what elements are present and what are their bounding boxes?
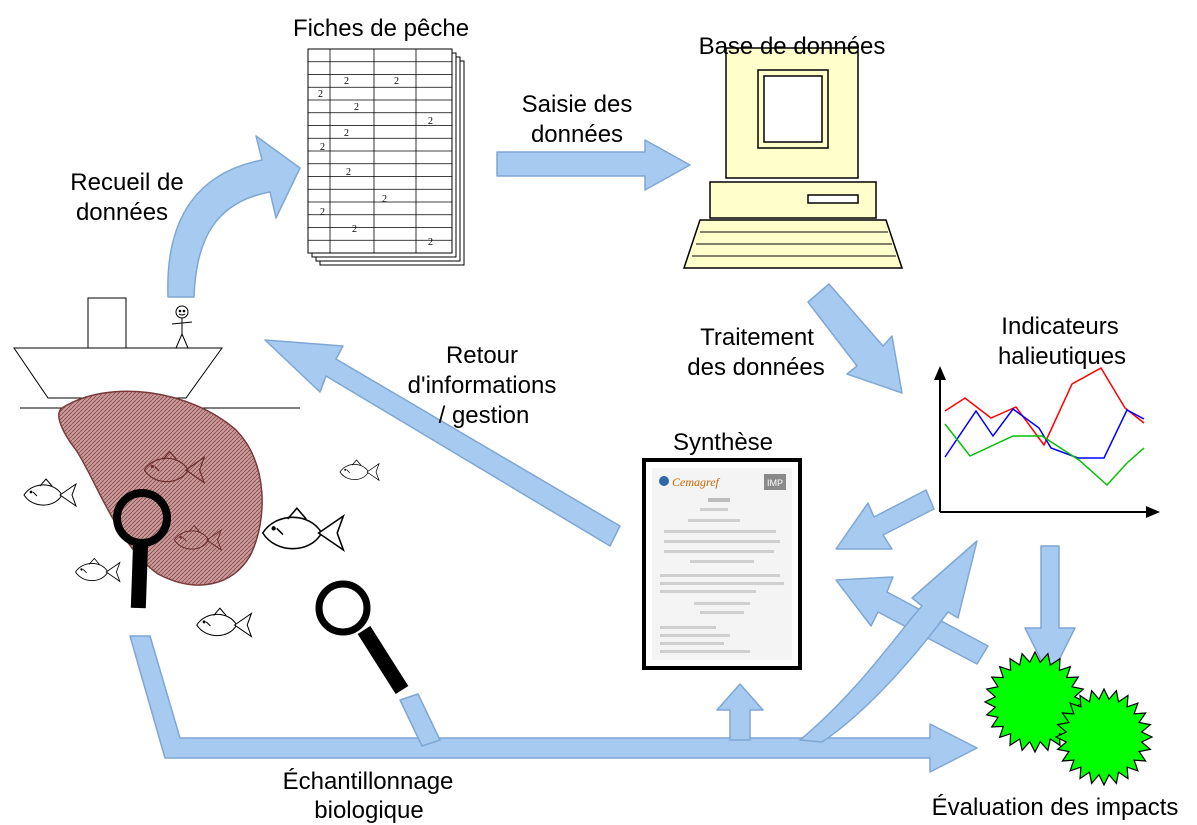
label-saisie-line2: données — [531, 121, 623, 148]
label-saisie-line1: Saisie des — [522, 91, 633, 118]
fish-icon — [23, 478, 78, 508]
arrow-echantillonnage-main — [129, 635, 978, 773]
label-recueil-line1: Recueil de — [70, 169, 183, 196]
computer — [682, 47, 904, 269]
series-green-line — [944, 423, 1145, 487]
series-red-line — [944, 366, 1145, 447]
fishing-forms: 2 2 2 2 2 2 2 2 2 2 2 2 — [307, 48, 465, 266]
form-mark: 2 — [394, 76, 399, 87]
label-indicateurs-line1: Indicateurs — [1001, 313, 1118, 340]
fish-icon — [339, 459, 380, 482]
arrow-saisie — [496, 139, 691, 191]
form-mark: 2 — [344, 128, 349, 139]
form-mark: 2 — [428, 116, 433, 127]
fish-icon — [261, 507, 345, 553]
synthese-document: Cemagref IMP — [642, 458, 802, 670]
fish-icon — [75, 557, 121, 583]
fish-icon — [173, 524, 223, 552]
burst-icon — [1054, 687, 1154, 787]
boat — [13, 297, 300, 409]
label-retour-line3: / gestion — [439, 402, 530, 429]
arrow-to-indicateurs — [799, 540, 978, 743]
label-fiches-de-peche: Fiches de pêche — [293, 15, 469, 42]
magnifier-right-icon — [315, 580, 409, 695]
label-evaluation-des-impacts: Évaluation des impacts — [932, 794, 1179, 821]
label-indicateurs-line2: halieutiques — [998, 343, 1126, 370]
fish-icon — [143, 450, 206, 485]
form-mark: 2 — [382, 194, 387, 205]
label-base-de-donnees: Base de données — [699, 33, 886, 60]
label-retour-line2: d'informations — [408, 372, 557, 399]
form-mark: 2 — [318, 89, 323, 100]
label-recueil-line2: données — [76, 199, 168, 226]
magnifier-left-icon — [113, 489, 171, 609]
arrows — [129, 135, 1076, 773]
arrow-echantillonnage-branch — [399, 693, 441, 747]
form-mark: 2 — [320, 207, 325, 218]
series-blue-line — [944, 407, 1145, 459]
arrow-indicateurs-evaluation — [1024, 545, 1076, 679]
fisherman-icon — [171, 305, 193, 349]
catch-blob — [58, 390, 263, 586]
form-mark: 2 — [344, 76, 349, 87]
label-echantillonnage-line2: biologique — [314, 797, 423, 824]
arrow-to-synthese — [716, 683, 764, 741]
arrow-recueil — [167, 135, 301, 298]
form-mark: 2 — [346, 167, 351, 178]
label-synthese: Synthèse — [673, 429, 773, 456]
label-traitement-line1: Traitement — [700, 324, 814, 351]
arrow-indicateurs-synthese — [835, 489, 935, 550]
arrow-retour — [264, 339, 621, 547]
document-badge: IMP — [767, 478, 783, 488]
fish-icon — [196, 607, 253, 638]
label-echantillonnage-line1: Échantillonnage — [283, 768, 454, 795]
label-retour-line1: Retour — [446, 342, 518, 369]
form-mark: 2 — [352, 224, 357, 235]
document-logo: Cemagref — [672, 475, 721, 489]
indicators-chart — [934, 366, 1160, 518]
arrow-traitement — [807, 283, 903, 394]
form-mark: 2 — [428, 237, 433, 248]
form-mark: 2 — [354, 102, 359, 113]
label-traitement-line2: des données — [687, 354, 824, 381]
form-mark: 2 — [320, 142, 325, 153]
impact-bursts — [983, 650, 1154, 787]
